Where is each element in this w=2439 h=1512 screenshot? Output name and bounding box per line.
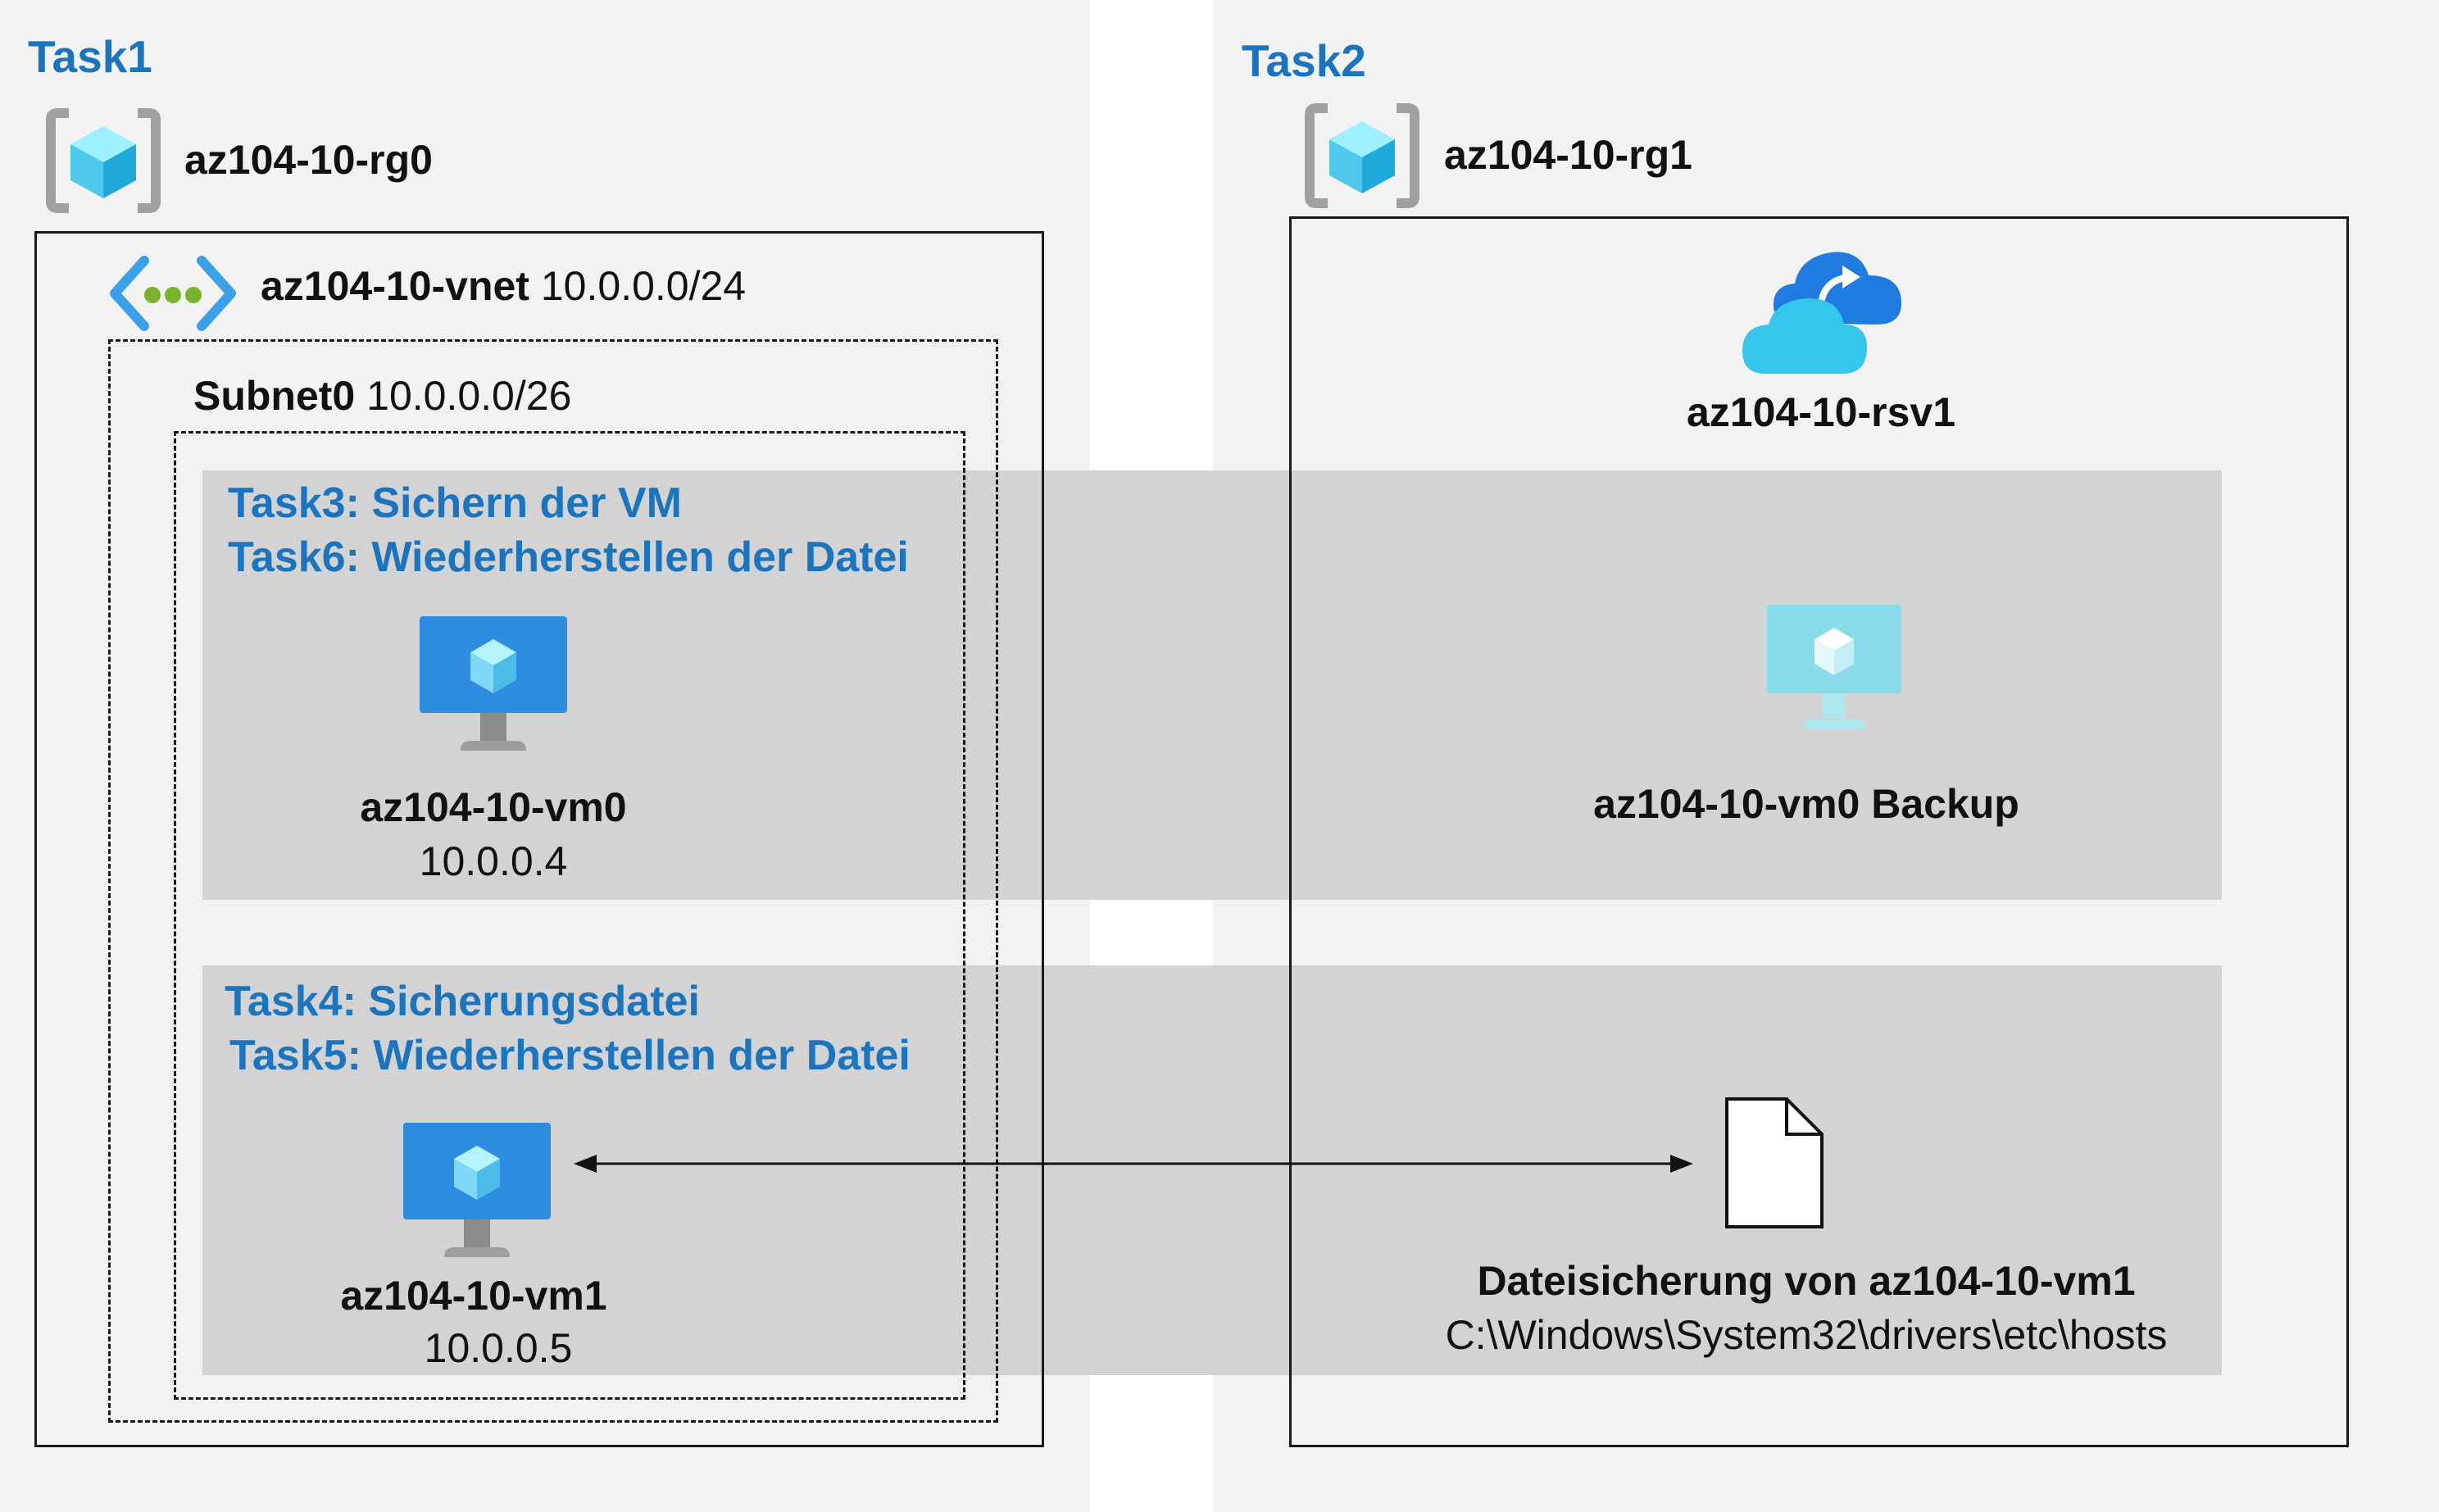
file-path: C:\Windows\System32\drivers\etc\hosts (1445, 1312, 2168, 1358)
subnet-name: Subnet0 (193, 373, 356, 419)
vm0-backup-label: az104-10-vm0 Backup (1593, 781, 2019, 827)
rg0-boundary-overlay (34, 231, 1044, 1447)
resource-group-icon (1305, 103, 1419, 208)
resource-group-icon (46, 108, 161, 213)
resource-group-label: az104-10-rg1 (1444, 132, 1692, 178)
vm1-ip: 10.0.0.5 (424, 1325, 573, 1371)
rg1-boundary-overlay (1289, 216, 2349, 1447)
task1-title: Task1 (28, 31, 152, 82)
task4-label: Task4: Sicherungsdatei (225, 978, 700, 1025)
recovery-services-vault-icon (1741, 233, 1905, 377)
subnet-label: Subnet0 10.0.0.0/26 (193, 375, 571, 416)
vm0-ip: 10.0.0.4 (419, 838, 568, 884)
subnet-cidr: 10.0.0.0/26 (366, 373, 572, 419)
vnet-cidr: 10.0.0.0/24 (540, 263, 747, 309)
virtual-machine-icon (420, 616, 567, 756)
document-icon (1724, 1097, 1824, 1229)
task2-title: Task2 (1242, 35, 1366, 86)
task5-label: Task5: Wiederherstellen der Datei (229, 1032, 911, 1079)
task6-label: Task6: Wiederherstellen der Datei (228, 534, 909, 581)
virtual-network-icon (110, 254, 236, 333)
vault-label: az104-10-rsv1 (1686, 389, 1956, 435)
virtual-machine-icon (403, 1123, 551, 1262)
vnet-name: az104-10-vnet (261, 263, 529, 309)
file-transfer-arrow (574, 1147, 1693, 1180)
task3-label: Task3: Sichern der VM (228, 479, 682, 527)
resource-group-label: az104-10-rg0 (184, 137, 433, 183)
vnet-boundary-overlay (108, 339, 998, 1423)
vm-backup-icon (1767, 605, 1901, 733)
vm0-name: az104-10-vm0 (360, 784, 627, 830)
subnet-boundary-overlay (174, 431, 965, 1400)
vnet-label: az104-10-vnet 10.0.0.0/24 (261, 266, 746, 306)
file-backup-title: Dateisicherung von az104-10-vm1 (1477, 1258, 2136, 1304)
vm1-name: az104-10-vm1 (340, 1273, 607, 1319)
